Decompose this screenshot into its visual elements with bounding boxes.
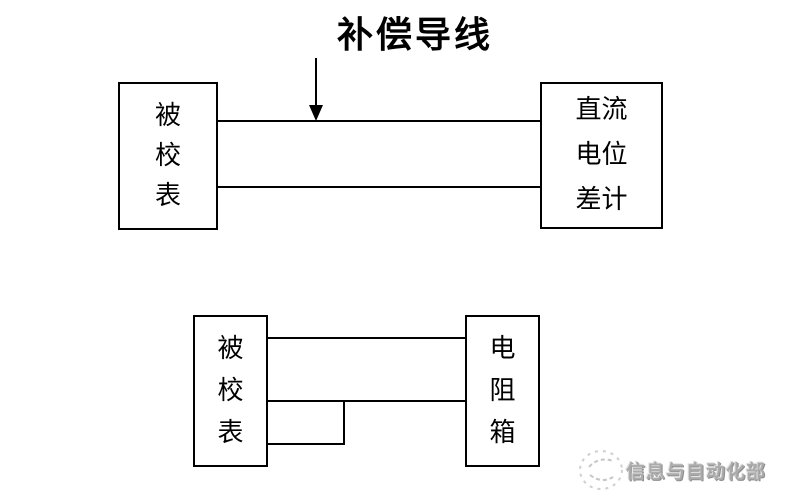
bottom-diagram-vertical-jumper [343,400,345,445]
watermark-text: 信息与自动化部 [626,460,767,483]
watermark: 信息与自动化部 [576,446,766,494]
bottom-right-box-resistance-box: 电 阻 箱 [465,315,540,467]
department-emblem-icon [579,450,623,490]
bottom-left-box-meter-under-test: 被 校 表 [193,315,268,467]
bottom-diagram-upper-wire [268,337,465,339]
compensation-wire-label: 补偿导线 [336,15,493,56]
top-right-box-dc-potentiometer: 直流 电位 差计 [540,82,663,229]
down-arrow-icon [309,105,323,121]
bottom-diagram-middle-wire [268,400,465,402]
top-diagram-lower-wire [218,186,540,188]
bottom-diagram-stub-wire [268,443,345,445]
top-left-box-meter-under-test: 被 校 表 [118,82,218,230]
top-diagram-upper-wire [218,120,540,122]
down-arrow-shaft [315,58,317,108]
